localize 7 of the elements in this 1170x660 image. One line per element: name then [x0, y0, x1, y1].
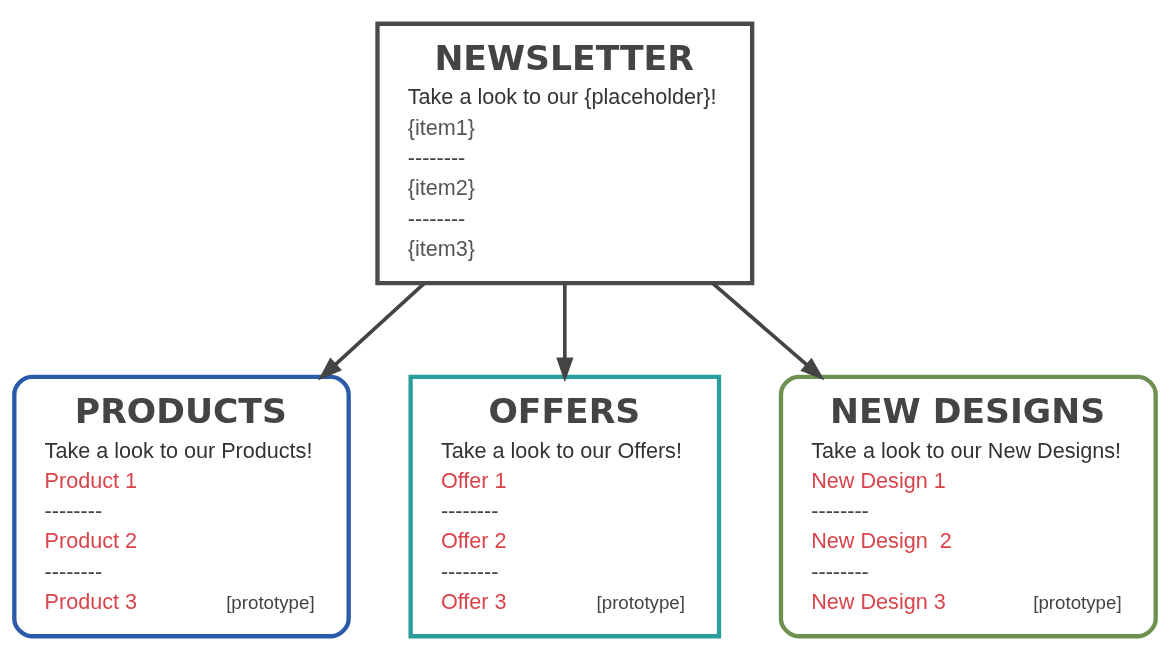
node-box: PRODUCTS Take a look to our Products! Product 1 -------- Product 2 -------- Product 3 [prototype]: [12, 374, 351, 639]
arrow: [556, 283, 574, 383]
node-box: OFFERS Take a look to our Offers! Offer 1 -------- Offer 2 -------- Offer 3 [prototype]: [408, 374, 722, 639]
node-box: NEWSLETTER Take a look to our {placeholder}! {item1} -------- {item2} -------- {item3}: [375, 21, 755, 286]
node-box: NEW DESIGNS Take a look to our New Designs! New Design 1 -------- New Design 2 -------- New Design 3 [prototype]: [778, 374, 1158, 639]
arrow: [318, 282, 426, 381]
arrow: [711, 281, 825, 381]
